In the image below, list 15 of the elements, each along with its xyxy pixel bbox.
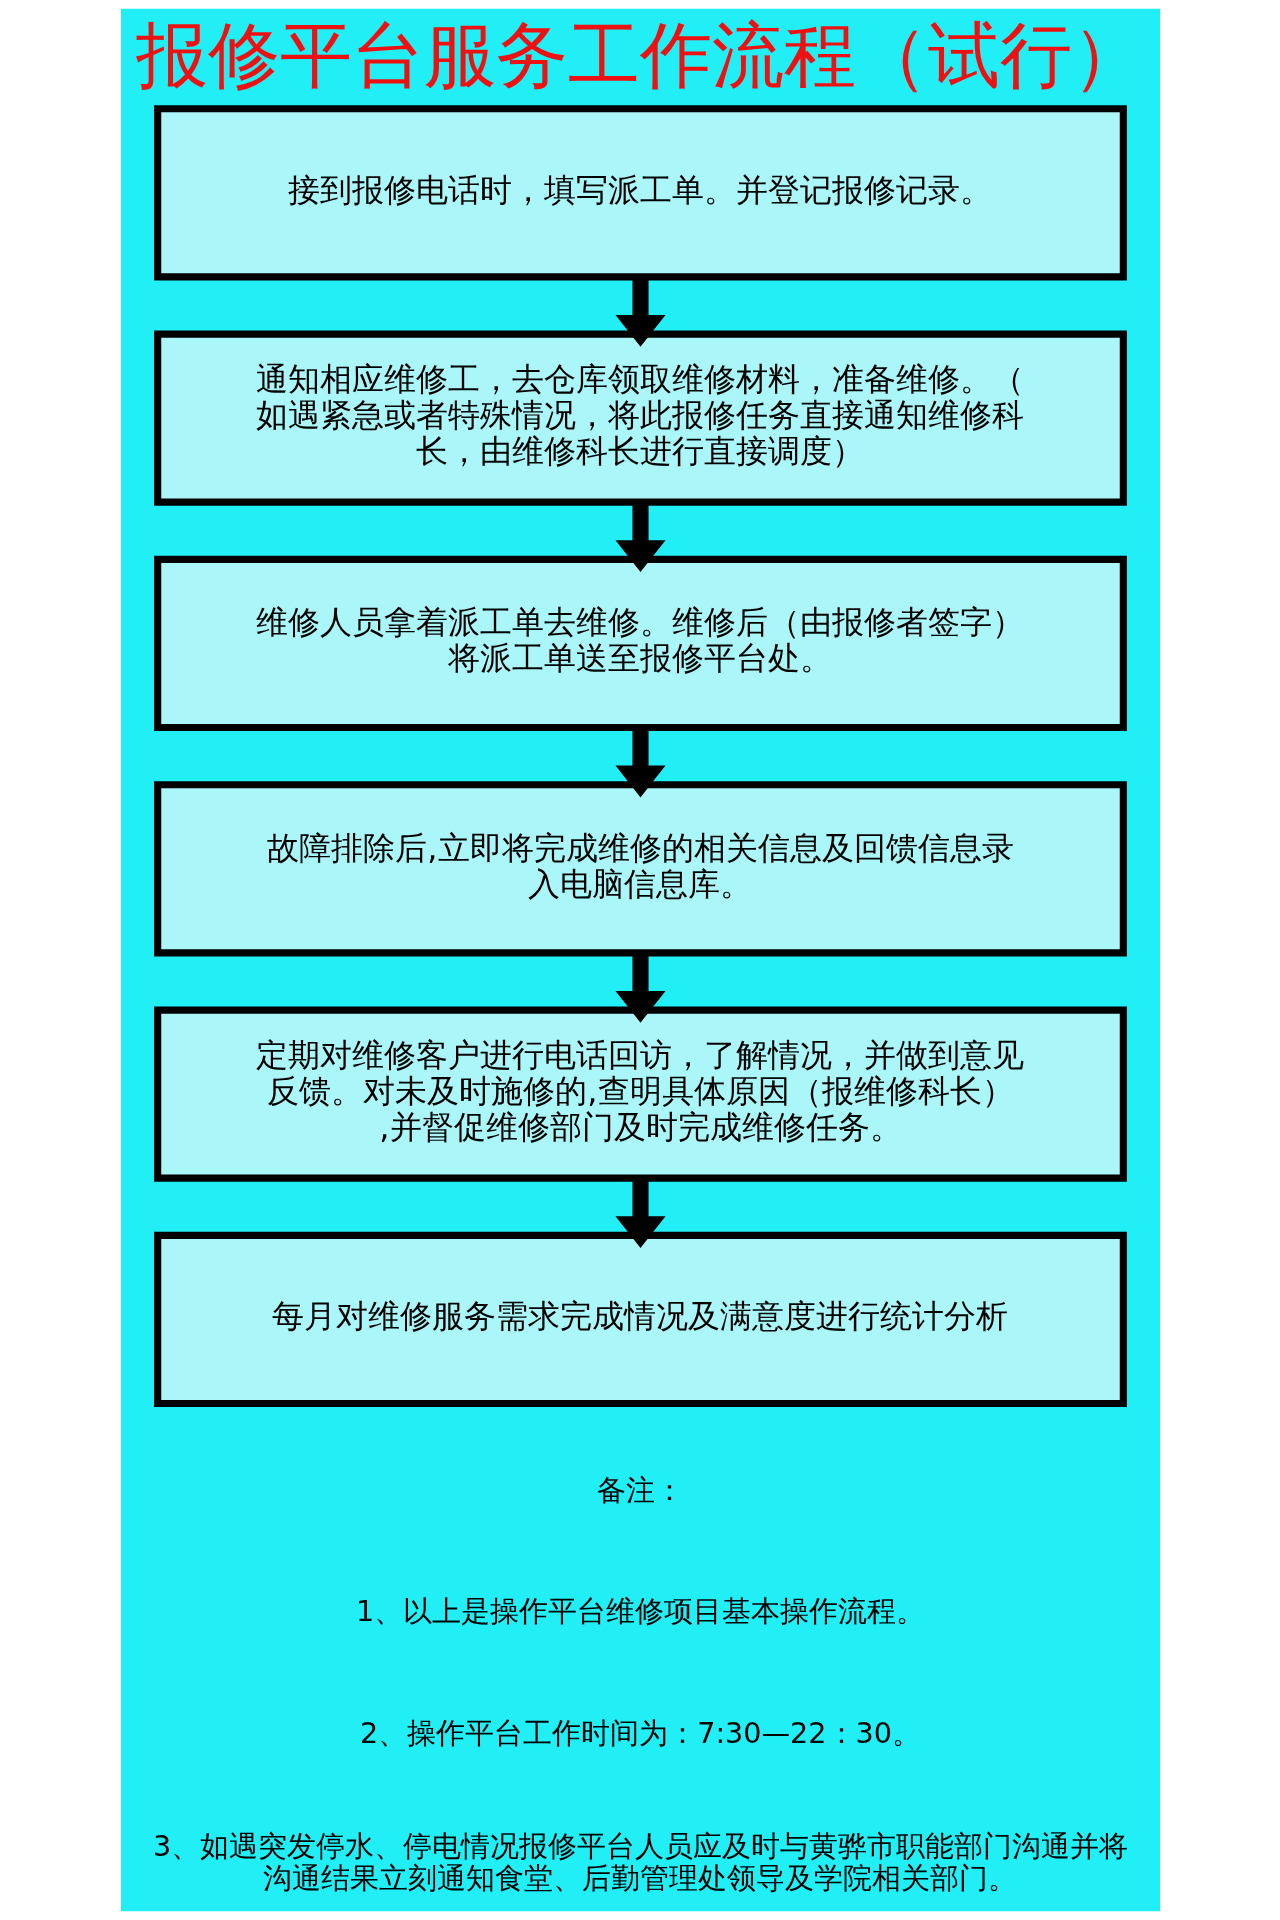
arrow: [615, 277, 666, 347]
node-box: 定期对维修客户进行电话回访，了解情况，并做到意见反馈。对未及时施修的,查明具体原因（报维修科长）,并督促维修部门及时完成维修任务。: [153, 1006, 1127, 1182]
node-box: 故障排除后,立即将完成维修的相关信息及回馈信息录入电脑信息库。: [153, 781, 1127, 957]
arrow: [615, 1178, 666, 1249]
arrow: [615, 502, 666, 573]
label: 3、如遇突发停水、停电情况报修平台人员应及时与黄骅市职能部门沟通并将沟通结果立刻通知食堂、后勤管理处领导及学院相关部门。: [152, 1828, 1128, 1895]
label: 1、以上是操作平台维修项目基本操作流程。: [355, 1594, 925, 1629]
arrow: [615, 953, 666, 1023]
node-box: 维修人员拿着派工单去维修。维修后（由报修者签字）将派工单送至报修平台处。: [153, 555, 1127, 732]
label: 2、操作平台工作时间为：7:30—22：30。: [359, 1715, 921, 1750]
node-box: 通知相应维修工，去仓库领取维修材料，准备维修。（如遇紧急或者特殊情况，将此报修任务直接通知维修科长，由维修科长进行直接调度）: [153, 330, 1127, 506]
diagram-title: 报修平台服务工作流程（试行）: [136, 14, 1144, 98]
label: 备注：: [596, 1472, 684, 1507]
node-box: 接到报修电话时，填写派工单。并登记报修记录。: [153, 105, 1127, 281]
node-box: 每月对维修服务需求完成情况及满意度进行统计分析: [153, 1231, 1127, 1408]
